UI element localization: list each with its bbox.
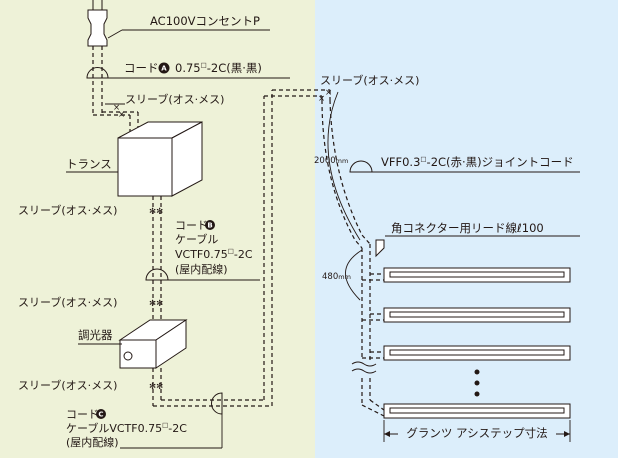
cord-c-line2: ケーブルVCTF0.75□-2C xyxy=(66,421,187,435)
cord-b-line3: VCTF0.75□-2C xyxy=(175,247,253,261)
sleeve-top-left-mark: × xyxy=(113,103,120,113)
cord-a-prefix: コード xyxy=(124,61,159,75)
joint-cord-label: VFF0.3□-2C(赤·黒)ジョイントコード xyxy=(381,155,574,169)
cord-c-marker xyxy=(211,392,223,415)
joint-cord-marker xyxy=(349,160,373,173)
more-steps-dot xyxy=(474,380,480,386)
sleeve-mid-2-mark: ✻✻ xyxy=(149,299,163,309)
length-2000-arc xyxy=(327,91,361,241)
length-480-arc xyxy=(345,249,363,301)
cord-b-line3-sup: □ xyxy=(228,247,234,255)
dimension-label-bg xyxy=(398,424,556,440)
sleeve-bottom-label: スリーブ(オス·メス) xyxy=(18,378,117,392)
cord-b-marker xyxy=(145,268,169,281)
connector-label: 角コネクター用リード線ℓ100 xyxy=(391,221,544,235)
sleeve-mid-1-mark: ✻✻ xyxy=(149,207,163,217)
sleeve-bottom-mark: ✻✻ xyxy=(149,382,163,392)
cord-c-line3: (屋内配線) xyxy=(66,435,119,449)
square-connector xyxy=(375,239,385,258)
cord-c-prefix: コード xyxy=(66,408,99,421)
sleeve-top-right-label: スリーブ(オス·メス) xyxy=(320,73,419,87)
power-plug xyxy=(87,0,108,47)
step-dimension-label: グランツ アシステップ寸法 xyxy=(406,426,547,440)
dimension-arrow xyxy=(564,431,570,437)
cord-a-spec-rest: -2C(黒·黒) xyxy=(207,61,262,75)
dimmer-label: 調光器 xyxy=(78,328,113,342)
right-panel-background xyxy=(315,0,618,458)
cord-a-spec: 0.75□-2C(黒·黒) xyxy=(175,61,262,75)
more-steps-dot xyxy=(474,391,480,397)
cord-c-line2-rest: -2C xyxy=(168,422,187,435)
sleeve-top-right-mark: × xyxy=(325,88,332,98)
dimmer-box xyxy=(118,319,188,369)
cord-b-prefix: コード xyxy=(175,219,208,232)
length-2000-unit: mm xyxy=(336,157,349,165)
cord-a-marker xyxy=(86,67,109,79)
more-steps-dot xyxy=(474,369,480,375)
cord-a-badge-text: A xyxy=(161,65,167,73)
length-2000-label: 2000mm xyxy=(314,156,348,166)
cord-c-badge-text: C xyxy=(98,411,103,419)
joint-cord-rest: -2C(赤·黒)ジョイントコード xyxy=(427,155,574,169)
cord-b-badge xyxy=(205,220,215,230)
cord-b-line4: (屋内配線) xyxy=(175,262,228,276)
cord-a-badge xyxy=(158,62,170,74)
cord-b-line3-rest: -2C xyxy=(234,248,253,261)
length-480-unit: mm xyxy=(338,273,351,281)
outlet-label: AC100VコンセントP xyxy=(150,14,260,28)
cord-c-line2-sup: □ xyxy=(162,421,168,429)
step-light xyxy=(362,267,571,283)
cord-b-line3-main: VCTF0.75 xyxy=(175,248,228,261)
transformer-box xyxy=(117,121,203,197)
cord-c-badge xyxy=(96,409,106,419)
step-light xyxy=(362,345,571,361)
joint-cord-main: VFF0.3 xyxy=(381,155,420,169)
break-symbol xyxy=(351,361,377,367)
length-2000-value: 2000 xyxy=(314,156,336,166)
break-symbol xyxy=(351,368,377,374)
cord-a-spec-main: 0.75 xyxy=(175,61,201,75)
left-panel-background xyxy=(0,0,315,458)
cord-a-spec-sup: □ xyxy=(201,61,207,69)
step-light xyxy=(361,399,571,419)
cord-b-badge-text: B xyxy=(207,222,212,230)
cord-b-line2: ケーブル xyxy=(175,232,218,246)
joint-cord-sup: □ xyxy=(420,155,426,163)
length-480-label: 480mm xyxy=(322,272,351,282)
transformer-label: トランス xyxy=(66,157,112,171)
joint-cord-wire xyxy=(329,99,371,245)
cord-c-line2-main: ケーブルVCTF0.75 xyxy=(66,421,162,435)
length-480-value: 480 xyxy=(322,272,338,282)
step-light xyxy=(362,307,571,323)
outlet-leader xyxy=(107,29,123,39)
dimension-arrow xyxy=(384,431,390,437)
sleeve-mid-2-label: スリーブ(オス·メス) xyxy=(18,295,117,309)
sleeve-mid-1-label: スリーブ(オス·メス) xyxy=(18,203,117,217)
sleeve-top-left-label: スリーブ(オス·メス) xyxy=(125,92,224,106)
